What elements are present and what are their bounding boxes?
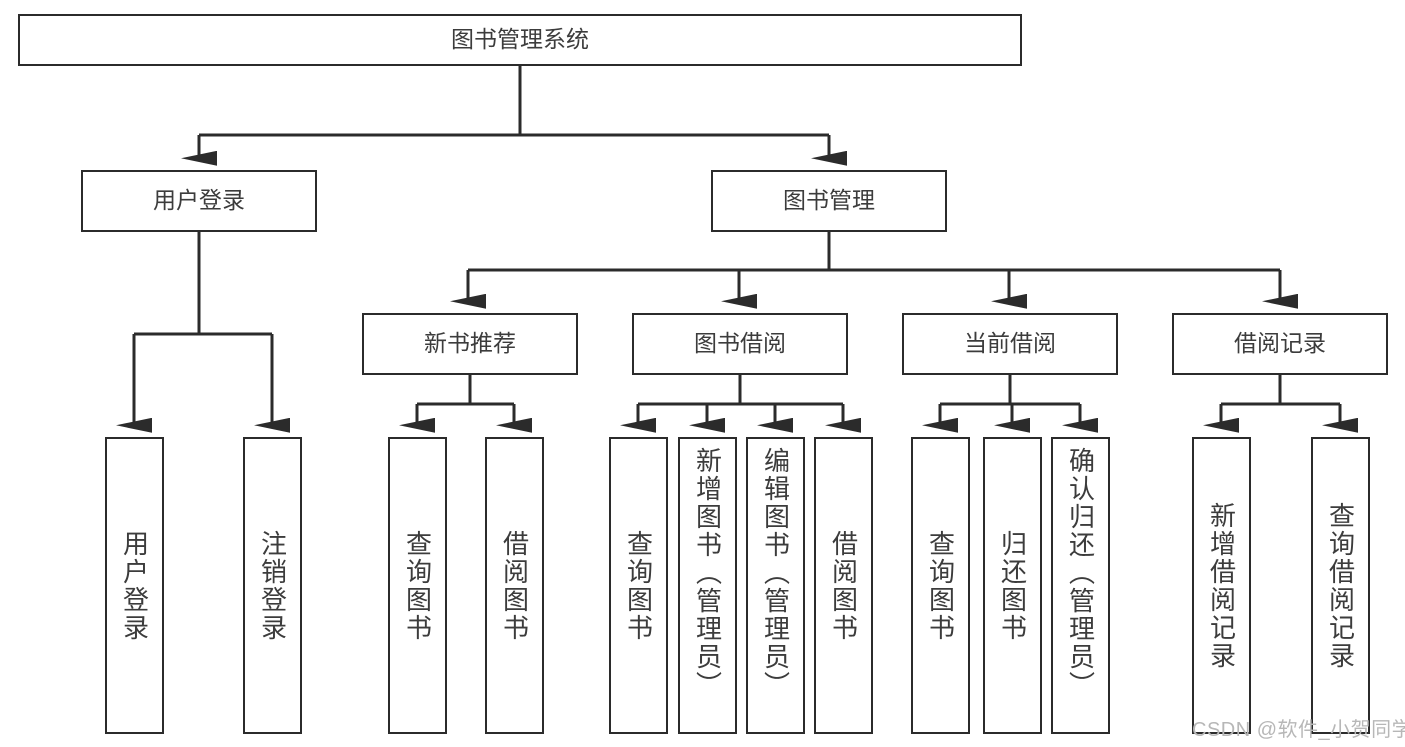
node-label: 查询借阅记录 (1325, 501, 1356, 670)
node-label: 归还图书 (997, 529, 1028, 642)
leaf-edit-book-admin[interactable]: 编辑图书（管理员） (746, 437, 805, 734)
connector-records-to-leaves (1203, 375, 1358, 433)
node-label: 注销登录 (257, 529, 288, 642)
leaf-confirm-return-admin[interactable]: 确认归还（管理员） (1051, 437, 1110, 734)
connector-current-to-leaves (922, 375, 1098, 433)
node-current-borrowing[interactable]: 当前借阅 (902, 313, 1118, 375)
connector-newbook-to-leaves (399, 375, 532, 433)
node-label: 新增图书（管理员） (692, 447, 723, 699)
leaf-query-books-current[interactable]: 查询图书 (911, 437, 970, 734)
node-root-book-management-system[interactable]: 图书管理系统 (18, 14, 1022, 66)
node-label: 借阅图书 (828, 529, 859, 642)
leaf-add-borrow-record[interactable]: 新增借阅记录 (1192, 437, 1251, 734)
node-label: 图书管理 (783, 187, 875, 214)
connector-bookmgmt-to-level3 (450, 232, 1298, 309)
node-label: 确认归还（管理员） (1065, 447, 1096, 699)
node-book-borrowing[interactable]: 图书借阅 (632, 313, 848, 375)
node-label: 查询图书 (925, 529, 956, 642)
leaf-query-books-recommendation[interactable]: 查询图书 (388, 437, 447, 734)
node-label: 查询图书 (402, 529, 433, 642)
node-label: 当前借阅 (964, 330, 1056, 357)
leaf-borrow-books-recommendation[interactable]: 借阅图书 (485, 437, 544, 734)
node-label: 图书借阅 (694, 330, 786, 357)
leaf-logout[interactable]: 注销登录 (243, 437, 302, 734)
node-new-book-recommendation[interactable]: 新书推荐 (362, 313, 578, 375)
node-label: 查询图书 (623, 529, 654, 642)
node-borrow-records[interactable]: 借阅记录 (1172, 313, 1388, 375)
leaf-borrow-books-borrowing[interactable]: 借阅图书 (814, 437, 873, 734)
node-label: 新书推荐 (424, 330, 516, 357)
node-label: 新增借阅记录 (1206, 501, 1237, 670)
leaf-query-borrow-record[interactable]: 查询借阅记录 (1311, 437, 1370, 734)
node-label: 借阅图书 (499, 529, 530, 642)
connector-userlogin-to-leaves (116, 232, 290, 433)
leaf-add-book-admin[interactable]: 新增图书（管理员） (678, 437, 737, 734)
node-label: 用户登录 (119, 529, 150, 642)
leaf-query-books-borrowing[interactable]: 查询图书 (609, 437, 668, 734)
node-label: 图书管理系统 (451, 26, 589, 53)
leaf-user-login[interactable]: 用户登录 (105, 437, 164, 734)
node-label: 用户登录 (153, 187, 245, 214)
connector-root-to-level2 (181, 66, 847, 166)
node-label: 编辑图书（管理员） (760, 447, 791, 699)
node-label: 借阅记录 (1234, 330, 1326, 357)
node-book-management[interactable]: 图书管理 (711, 170, 947, 232)
node-user-login[interactable]: 用户登录 (81, 170, 317, 232)
leaf-return-books[interactable]: 归还图书 (983, 437, 1042, 734)
connector-borrow-to-leaves (620, 375, 861, 433)
